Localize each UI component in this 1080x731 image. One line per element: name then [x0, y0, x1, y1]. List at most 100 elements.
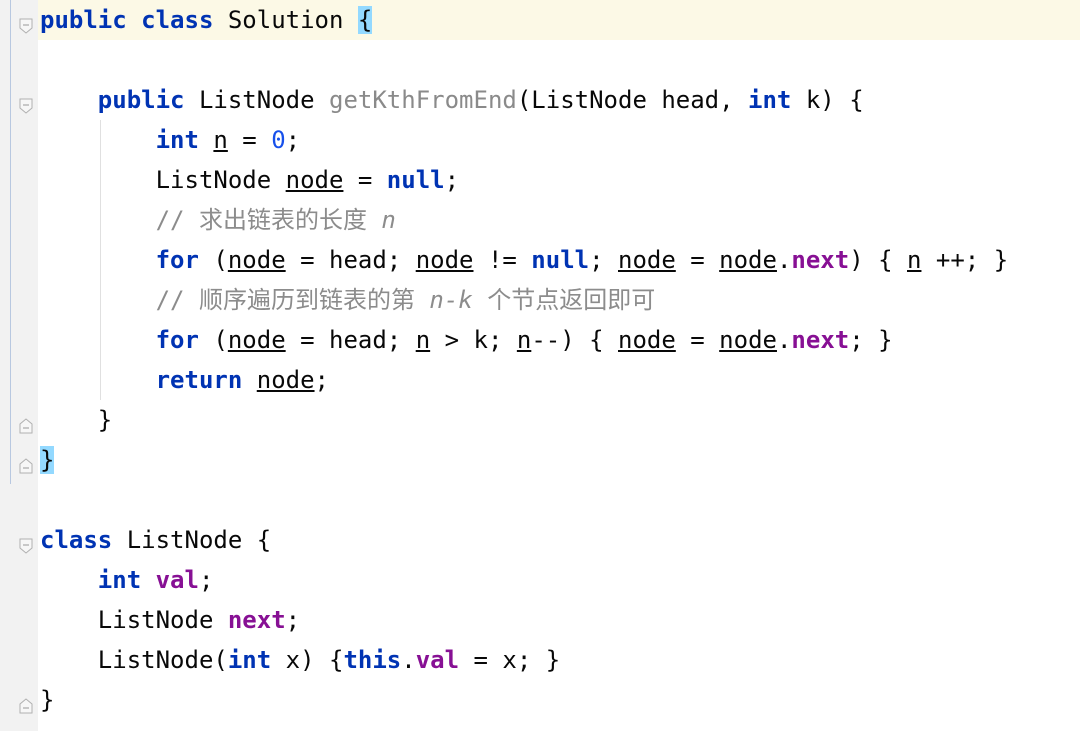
code-token: n-k [429, 286, 473, 314]
code-token [40, 286, 156, 314]
code-token: = x; } [459, 646, 561, 674]
code-token: // 顺序遍历到链表的第 [155, 286, 430, 314]
code-token: 个节点返回即可 [472, 286, 656, 314]
editor-gutter[interactable] [0, 0, 38, 731]
code-token: ; [285, 126, 301, 154]
code-token: class [40, 526, 113, 554]
code-token: = head; [285, 246, 416, 274]
code-token: ; [314, 366, 329, 394]
code-line[interactable]: public class Solution { [40, 0, 373, 40]
code-token: = head; [285, 326, 416, 354]
code-token: class [141, 6, 214, 34]
code-token: int [227, 646, 272, 674]
code-line[interactable]: } [40, 680, 54, 720]
code-token: int [748, 86, 792, 114]
code-token: ; [589, 246, 618, 274]
indent-guide [100, 120, 101, 400]
code-token: { [357, 6, 373, 34]
code-token: ( [198, 326, 228, 354]
code-line[interactable]: } [40, 400, 112, 440]
code-token: for [155, 326, 199, 354]
change-marker [10, 0, 11, 484]
code-token: ; } [849, 326, 893, 354]
code-token [40, 126, 156, 154]
code-token: ( [198, 246, 228, 274]
code-token: ListNode( [40, 646, 228, 674]
code-line[interactable]: class ListNode { [40, 520, 271, 560]
code-token: public [40, 6, 127, 34]
code-token [141, 566, 155, 594]
code-line[interactable]: int val; [40, 560, 214, 600]
code-token: int [97, 566, 142, 594]
code-line[interactable]: // 求出链表的长度 n [40, 200, 396, 240]
code-token: node [618, 246, 676, 274]
code-token: n [415, 326, 431, 354]
code-token: next [227, 606, 286, 634]
code-token: int [155, 126, 199, 154]
code-token: = [675, 246, 720, 274]
code-token: ; [198, 566, 214, 594]
fold-close-icon[interactable] [19, 412, 33, 434]
code-token: // 求出链表的长度 [155, 206, 382, 234]
code-token: ; [444, 166, 460, 194]
fold-close-icon[interactable] [19, 452, 33, 474]
code-token: node [285, 166, 344, 194]
code-token: k) { [791, 86, 864, 114]
code-token: ListNode { [112, 526, 272, 554]
code-line[interactable]: ListNode next; [40, 600, 300, 640]
code-token: node [719, 326, 777, 354]
code-token: ListNode [40, 166, 286, 194]
code-token: next [791, 326, 850, 354]
code-token: = [343, 166, 387, 194]
code-token: != [473, 246, 532, 274]
code-line[interactable]: for (node = head; n > k; n--) { node = n… [40, 320, 893, 360]
code-line[interactable]: // 顺序遍历到链表的第 n-k 个节点返回即可 [40, 280, 656, 320]
code-line[interactable]: for (node = head; node != null; node = n… [40, 240, 1009, 280]
code-token: for [155, 246, 199, 274]
code-token: x) { [271, 646, 344, 674]
fold-close-icon[interactable] [19, 692, 33, 714]
code-token: node [227, 246, 286, 274]
code-token: n [516, 326, 532, 354]
fold-open-icon[interactable] [19, 92, 33, 114]
code-token: next [791, 246, 850, 274]
code-line[interactable]: public ListNode getKthFromEnd(ListNode h… [40, 80, 864, 120]
code-token: getKthFromEnd [329, 86, 517, 114]
code-token: } [40, 686, 55, 714]
code-line[interactable]: } [40, 440, 55, 480]
code-token: public [97, 86, 185, 114]
code-token: null [531, 246, 590, 274]
current-line-highlight [0, 0, 1080, 40]
code-token: node [719, 246, 777, 274]
code-line[interactable]: int n = 0; [40, 120, 301, 160]
fold-open-icon[interactable] [19, 532, 33, 554]
code-token [199, 126, 213, 154]
code-token: node [227, 326, 286, 354]
code-token: val [155, 566, 199, 594]
code-token: . [401, 646, 416, 674]
code-token: n [381, 206, 396, 234]
code-token: ) { [849, 246, 907, 274]
code-token: --) { [531, 326, 619, 354]
fold-open-icon[interactable] [19, 12, 33, 34]
code-token [242, 366, 256, 394]
code-token: . [776, 326, 792, 354]
code-line[interactable]: ListNode node = null; [40, 160, 459, 200]
code-token [40, 566, 98, 594]
code-token [40, 366, 156, 394]
code-token: this [343, 646, 402, 674]
code-token: ; [285, 606, 301, 634]
code-token: 0 [271, 126, 286, 154]
code-token: } [40, 446, 55, 474]
code-line[interactable]: return node; [40, 360, 329, 400]
code-token: = [227, 126, 272, 154]
code-token: (ListNode head, [516, 86, 749, 114]
code-token: = [675, 326, 720, 354]
code-token: ++; } [921, 246, 1009, 274]
code-token [40, 326, 156, 354]
code-token: Solution [213, 6, 358, 34]
code-token: > k; [430, 326, 517, 354]
code-line[interactable]: ListNode(int x) {this.val = x; } [40, 640, 560, 680]
code-token: . [776, 246, 792, 274]
code-token: n [907, 246, 922, 274]
